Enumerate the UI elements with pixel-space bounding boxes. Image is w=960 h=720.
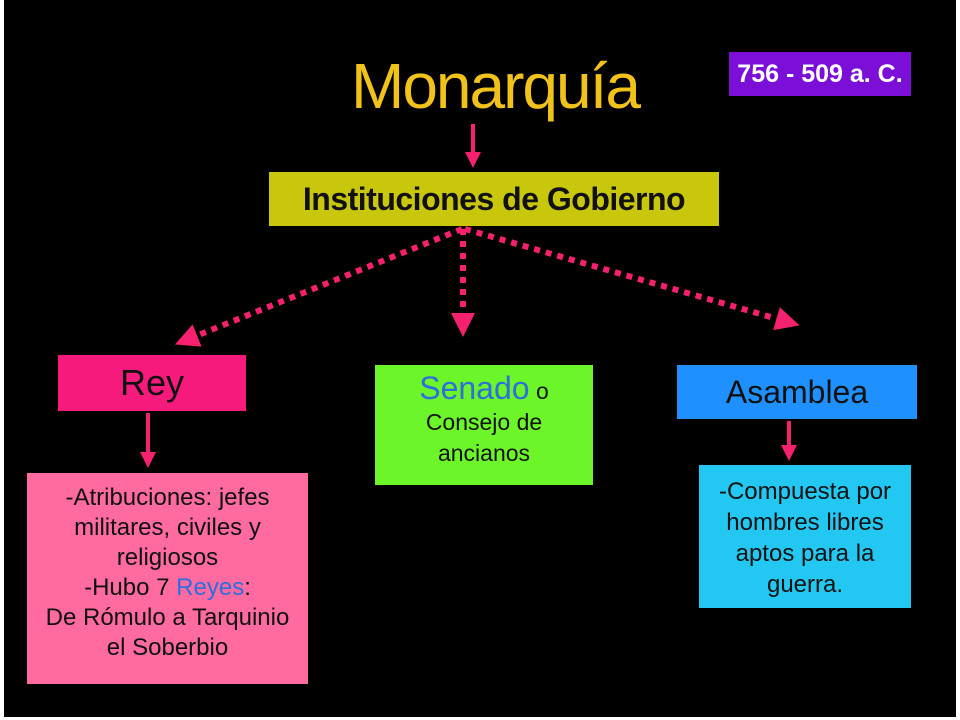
senado-line2: Consejo de xyxy=(425,409,543,435)
rey-desc-line6: el Soberbio xyxy=(106,634,229,661)
rey-desc-line5: De Rómulo a Tarquinio xyxy=(45,604,290,631)
rey-desc-line3: religiosos xyxy=(116,544,219,571)
senado-highlight: Senado xyxy=(419,370,530,406)
asamblea-description-box: -Compuesta por hombres libres aptos para… xyxy=(699,465,911,608)
arrow-institutions-to-asamblea xyxy=(464,226,800,331)
asamblea-desc-line3: aptos para la xyxy=(735,540,875,567)
senado-label: Senado o xyxy=(375,370,593,407)
senado-label-rest: o xyxy=(529,378,549,404)
asamblea-desc-line4: guerra. xyxy=(766,571,844,598)
rey-desc-line2: militares, civiles y xyxy=(74,514,261,541)
arrow-institutions-to-rey xyxy=(174,226,464,347)
page-title: Monarquía xyxy=(351,50,641,122)
asamblea-desc-line1: -Compuesta por xyxy=(718,478,892,505)
rey-desc-line1: -Atribuciones: jefes xyxy=(65,484,270,511)
rey-desc-line4: -Hubo 7 Reyes: xyxy=(27,573,308,603)
senado-box: Senado o Consejo de ancianos xyxy=(375,365,593,485)
rey-box: Rey xyxy=(58,355,246,411)
rey-description-box: -Atribuciones: jefes militares, civiles … xyxy=(27,473,308,684)
rey-desc-highlight: Reyes xyxy=(176,574,245,601)
rey-desc-line4-pre: -Hubo 7 xyxy=(84,574,177,601)
institutions-box: Instituciones de Gobierno xyxy=(269,172,719,226)
asamblea-box: Asamblea xyxy=(677,365,917,419)
rey-desc-line4-post: : xyxy=(244,574,251,601)
asamblea-desc-line2: hombres libres xyxy=(726,509,884,536)
date-badge: 756 - 509 a. C. xyxy=(729,52,911,96)
senado-line3: ancianos xyxy=(437,440,531,466)
